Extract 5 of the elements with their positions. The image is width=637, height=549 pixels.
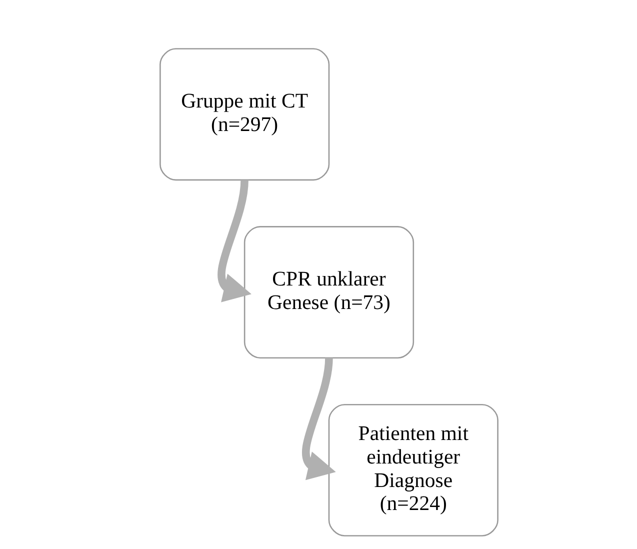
- arrow: [302, 358, 336, 480]
- node-box: Gruppe mit CT (n=297): [159, 48, 330, 181]
- arrow: [217, 180, 251, 302]
- node-box: CPR unklarer Genese (n=73): [243, 226, 414, 358]
- node-box: Patienten mit eindeutiger Diagnose (n=224): [328, 404, 498, 536]
